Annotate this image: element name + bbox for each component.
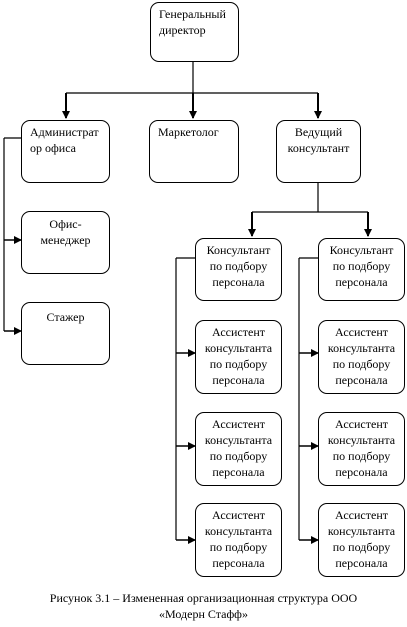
figure-caption-line-2: «Модерн Стафф» xyxy=(159,607,248,621)
node-label-line: консультанта xyxy=(204,341,273,355)
node-marketer: Маркетолог xyxy=(149,120,239,183)
node-label-line: Ассистент xyxy=(211,508,265,522)
node-label-line: по подбору xyxy=(209,357,268,371)
node-label-line: персонала xyxy=(335,275,388,289)
node-label-line: консультанта xyxy=(327,341,396,355)
node-label-line: ор офиса xyxy=(30,141,76,155)
node-label-line: Ассистент xyxy=(211,417,265,431)
node-label-line: Стажер xyxy=(46,310,85,324)
node-label-line: по подбору xyxy=(209,449,268,463)
node-label-line: консультант xyxy=(287,141,350,155)
figure-caption-line-1: Рисунок 3.1 – Измененная организационная… xyxy=(49,591,358,605)
node-assistant-a2: Ассистент консультанта по подбору персон… xyxy=(195,412,282,486)
node-label-line: по подбору xyxy=(332,449,391,463)
node-label-line: Генеральный xyxy=(159,7,226,21)
node-office-manager: Офис- менеджер xyxy=(21,211,110,274)
node-label-line: консультанта xyxy=(204,433,273,447)
node-lead-consultant: Ведущий консультант xyxy=(276,120,361,183)
node-assistant-b2: Ассистент консультанта по подбору персон… xyxy=(318,412,405,486)
node-label-line: Ведущий xyxy=(294,125,343,139)
node-label-line: консультанта xyxy=(327,433,396,447)
node-assistant-a3: Ассистент консультанта по подбору персон… xyxy=(195,503,282,577)
node-label-line: Ассистент xyxy=(334,508,388,522)
node-intern: Стажер xyxy=(21,302,110,365)
node-label-line: по подбору xyxy=(209,259,268,273)
node-label-line: персонала xyxy=(212,465,265,479)
node-label-line: Маркетолог xyxy=(158,125,219,139)
node-label-line: персонала xyxy=(335,465,388,479)
node-label-line: директор xyxy=(159,23,206,37)
node-label-line: по подбору xyxy=(209,540,268,554)
node-label-line: персонала xyxy=(335,556,388,570)
node-office-administrator: Администрат ор офиса xyxy=(21,120,110,183)
node-label-line: Ассистент xyxy=(334,417,388,431)
node-label-line: Ассистент xyxy=(211,325,265,339)
node-label-line: Офис- xyxy=(49,217,82,231)
node-label-line: Консультант xyxy=(329,243,394,257)
node-label-line: менеджер xyxy=(40,233,91,247)
node-label-line: персонала xyxy=(335,373,388,387)
node-consultant-a: Консультант по подбору персонала xyxy=(195,238,282,301)
node-assistant-a1: Ассистент консультанта по подбору персон… xyxy=(195,320,282,394)
node-general-director: Генеральный директор xyxy=(150,2,239,62)
node-label-line: консультанта xyxy=(204,524,273,538)
node-consultant-b: Консультант по подбору персонала xyxy=(318,238,405,301)
node-assistant-b3: Ассистент консультанта по подбору персон… xyxy=(318,503,405,577)
figure-caption: Рисунок 3.1 – Измененная организационная… xyxy=(0,590,407,622)
node-label-line: персонала xyxy=(212,275,265,289)
node-label-line: персонала xyxy=(212,556,265,570)
node-label-line: по подбору xyxy=(332,357,391,371)
node-label-line: персонала xyxy=(212,373,265,387)
node-label-line: по подбору xyxy=(332,540,391,554)
node-label-line: консультанта xyxy=(327,524,396,538)
node-label-line: Консультант xyxy=(206,243,271,257)
node-label-line: Администрат xyxy=(30,125,99,139)
node-label-line: по подбору xyxy=(332,259,391,273)
node-label-line: Ассистент xyxy=(334,325,388,339)
node-assistant-b1: Ассистент консультанта по подбору персон… xyxy=(318,320,405,394)
